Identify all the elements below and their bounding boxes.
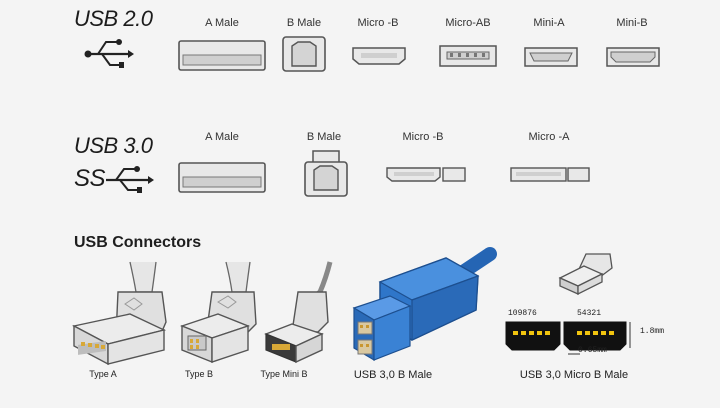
- usb3-label-micro-b: Micro -B: [402, 131, 444, 143]
- usb2-label-mini-a: Mini-A: [533, 17, 565, 29]
- usb2-label-micro-ab: Micro-AB: [445, 17, 491, 29]
- usb2-micro-ab-shape: [439, 45, 497, 67]
- usb2-label-b-male: B Male: [286, 17, 322, 29]
- dim-width-label: 0.65mm: [578, 346, 607, 355]
- usb3-label-a-male: A Male: [205, 131, 239, 143]
- dim-height-label: 1.8mm: [640, 327, 665, 336]
- usb3-b-male-shape: [304, 150, 348, 197]
- usb3-micro-a-shape: [510, 167, 590, 182]
- usb-ss-trident-icon: [106, 166, 154, 193]
- usb3-b-male-connector-illustration: [352, 247, 497, 362]
- caption-type-mini-b: Type Mini B: [260, 369, 308, 379]
- pin-numbers-right: 54321: [577, 309, 602, 318]
- usb3-micro-b-male-connector-illustration: [558, 253, 613, 296]
- usb2-micro-b-shape: [352, 47, 406, 65]
- usb2-label-mini-b: Mini-B: [616, 17, 648, 29]
- usb2-mini-a-shape: [524, 47, 578, 67]
- usb2-b-male-shape: [282, 36, 326, 72]
- caption-type-a: Type A: [89, 369, 117, 379]
- usb2-a-male-shape: [178, 40, 266, 71]
- usb3-title: USB 3.0: [74, 133, 153, 158]
- micro-b-pinout-diagram: [505, 321, 631, 355]
- type-a-connector-illustration: [71, 261, 167, 366]
- usb3-ss-text: SS: [74, 165, 106, 192]
- pin-numbers-left: 109876: [508, 309, 537, 318]
- caption-usb3-micro-b-male: USB 3,0 Micro B Male: [519, 369, 629, 381]
- usb2-title: USB 2.0: [74, 6, 153, 31]
- usb-trident-icon: [84, 39, 134, 68]
- usb3-label-b-male: B Male: [306, 131, 342, 143]
- type-mini-b-connector-illustration: [264, 261, 333, 364]
- usb3-micro-b-shape: [386, 167, 466, 182]
- caption-type-b: Type B: [184, 369, 214, 379]
- connectors-title: USB Connectors: [74, 234, 202, 251]
- caption-usb3-b-male: USB 3,0 B Male: [353, 369, 433, 381]
- usb2-label-a-male: A Male: [205, 17, 239, 29]
- type-b-connector-illustration: [179, 261, 257, 364]
- usb3-label-micro-a: Micro -A: [528, 131, 570, 143]
- usb3-a-male-shape: [178, 162, 266, 193]
- usb2-label-micro-b: Micro -B: [357, 17, 399, 29]
- usb2-mini-b-shape: [606, 47, 660, 67]
